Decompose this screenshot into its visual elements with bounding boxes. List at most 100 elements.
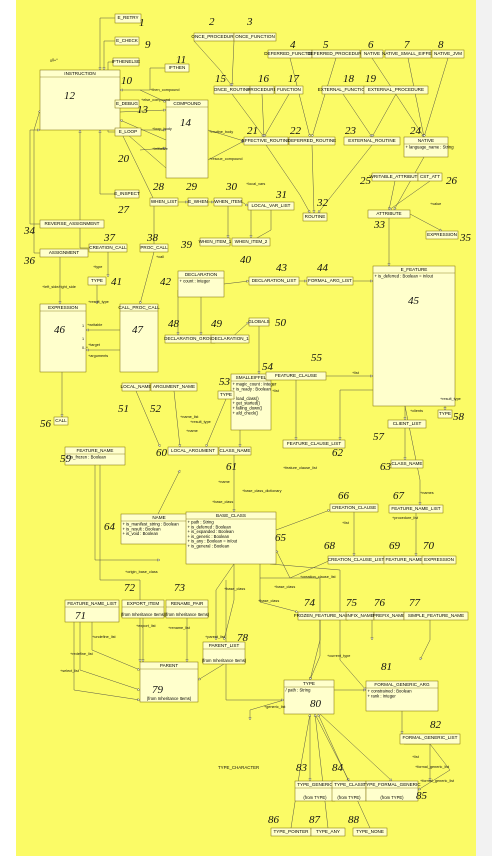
relation-arrowhead [163,146,167,150]
class-box-when-item-2[interactable]: WHEN_ITEM_240 [231,237,271,266]
relation-arrowhead [246,279,250,283]
class-box-smalleiffel[interactable]: SMALLEIFFEL+ magic_count : Integer+ is_r… [230,361,277,431]
class-box-parent-list[interactable]: PARENT_LIST(from Inheritance Items)78 [202,632,249,665]
class-box-type-class[interactable]: TYPE_CLASS(from TYPE)84 [331,762,367,802]
class-box-declaration-1[interactable]: DECLARATION_149 [210,318,250,344]
class-name: CALL_PROC_CALL [118,305,160,310]
class-box-e-feature[interactable]: E_FEATURE+ is_deferred : Boolean = in/ou… [372,265,456,407]
class-box-frame [167,446,219,456]
relation-line [29,129,40,225]
class-box-type-formal-generic[interactable]: TYPE_FORMAL_GENERIC(from TYPE)85 [363,780,428,802]
class-box-frame [39,69,121,131]
class-name: E_RETRY [117,15,138,20]
relation-line [289,57,311,138]
scrollbar-track[interactable] [476,0,492,856]
class-number: 86 [268,814,280,826]
class-box-base-class[interactable]: BASE_CLASS+ path : String+ is_deferred :… [185,511,287,565]
class-box-export-item[interactable]: EXPORT_ITEM(from Inheritance Items)72 [121,582,166,619]
edge-label: +target [88,343,101,347]
relation-arrowhead [307,210,311,214]
relation-arrowhead [312,210,316,214]
class-box-type-generic[interactable]: TYPE_GENERIC(from TYPE)83 [294,762,336,802]
class-name: FORMAL_GENERIC_ARG [374,682,430,687]
class-box-name[interactable]: NAME+ is_manifest_string : Boolean+ is_r… [104,513,198,545]
class-box-formal-generic-arg[interactable]: FORMAL_GENERIC_ARG+ constrained : Boolea… [365,661,439,712]
class-box-parent[interactable]: PARENT(from Inheritance Items)79 [139,661,199,703]
class-box-when-item-1[interactable]: WHEN_ITEM_139 [180,237,232,251]
class-box-rename-pair[interactable]: RENAME_PAIR(from Inheritance Items)73 [165,582,210,619]
